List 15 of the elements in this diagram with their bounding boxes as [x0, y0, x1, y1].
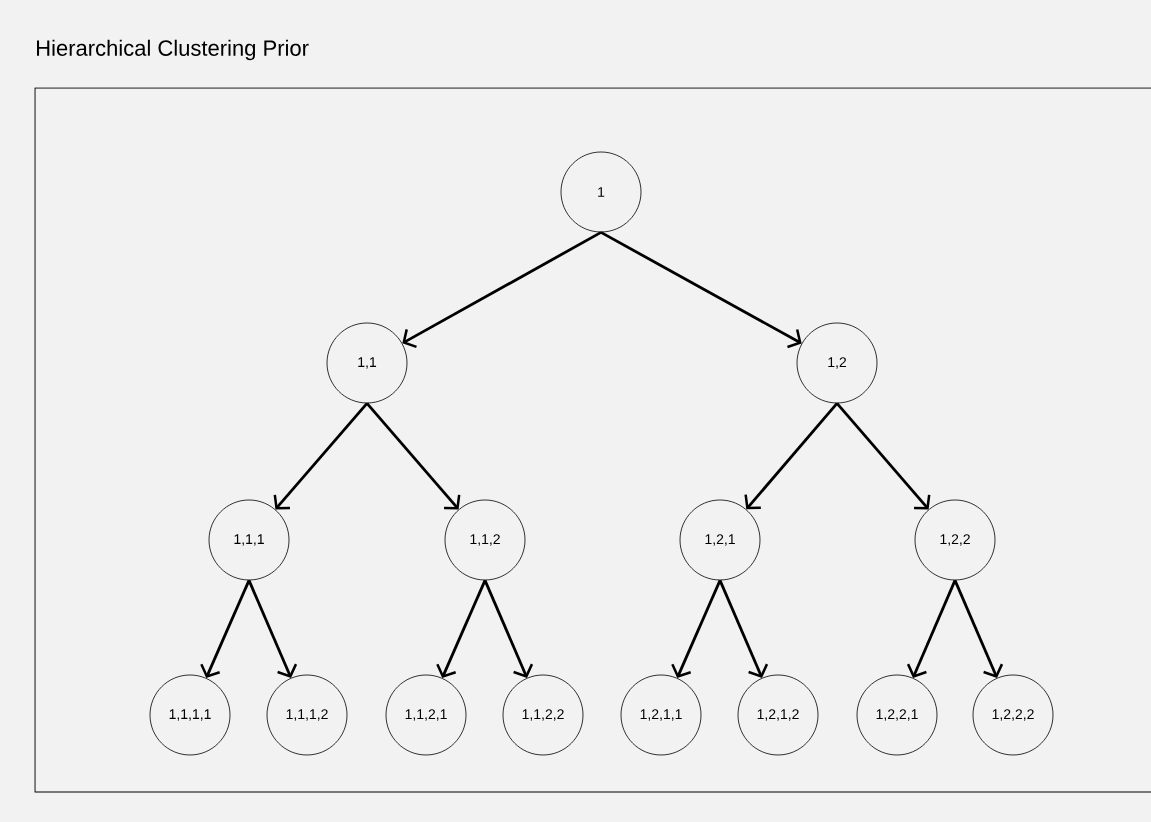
arrow: [273, 402, 369, 510]
arrow: [200, 579, 251, 678]
arrow: [953, 579, 1004, 678]
arrow: [247, 579, 298, 678]
arrow: [906, 579, 957, 678]
arrow: [718, 579, 769, 678]
arrow: [744, 402, 839, 510]
arrow: [671, 579, 722, 678]
arrow: [365, 402, 461, 510]
title: Hierarchical Clustering Prior: [37, 39, 309, 61]
arrow: [483, 579, 534, 678]
arrow: [436, 579, 487, 678]
arrow: [600, 231, 802, 349]
arrow: [402, 231, 602, 348]
arrow: [835, 402, 931, 510]
